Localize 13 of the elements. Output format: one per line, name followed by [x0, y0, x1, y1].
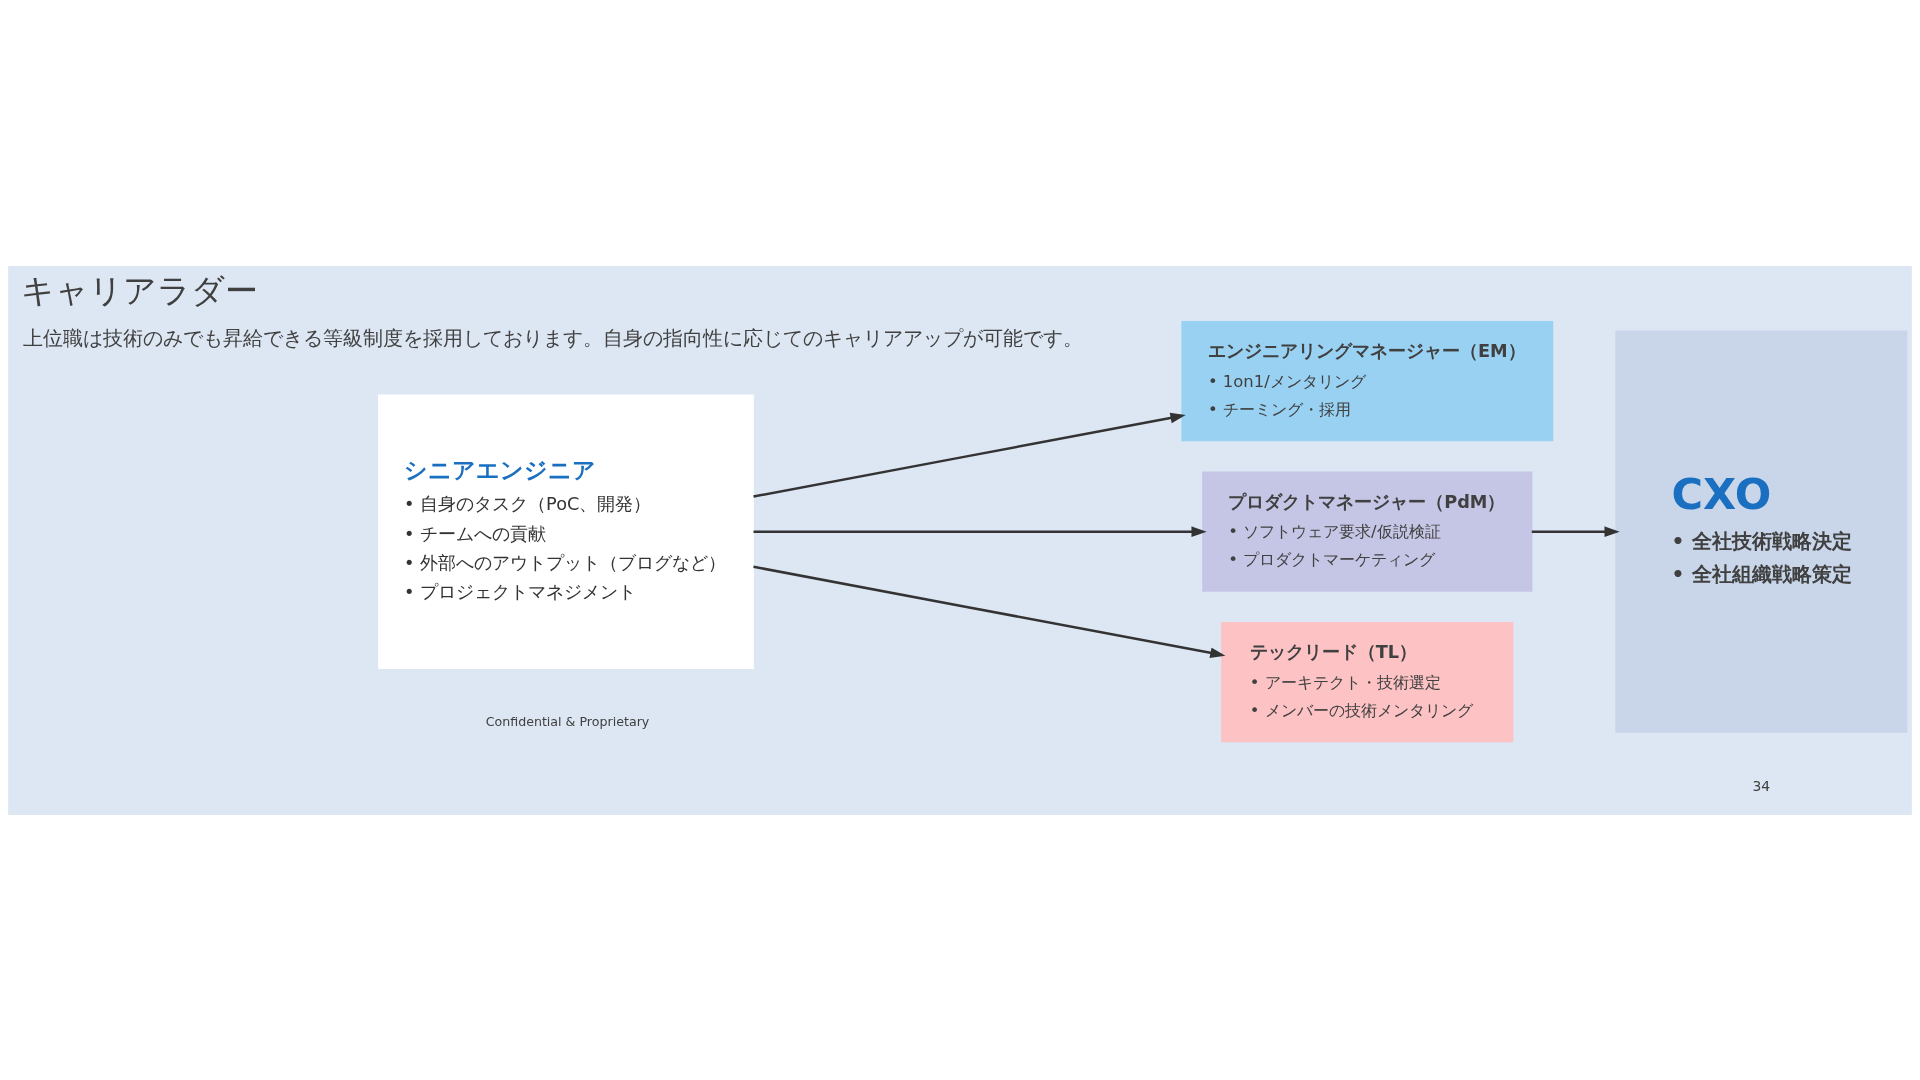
label: 34 [1752, 777, 1771, 794]
node-box: プロダクトマネージャー（PdM） • ソフトウェア要求/仮説検証 • プロダクトマーケティング [1202, 471, 1533, 592]
node-box: エンジニアリングマネージャー（EM） • 1on1/メンタリング • チーミング・採用 [1181, 320, 1554, 441]
label: 上位職は技術のみでも昇給できる等級制度を採用しております。自身の指向性に応じてのキャリアアップが可能です。 [23, 325, 1084, 350]
label: Confidential & Proprietary [485, 713, 650, 729]
arrow [753, 525, 1207, 537]
arrow [753, 565, 1226, 658]
diagram-title: キャリアラダー [21, 270, 259, 310]
node-box: CXO • 全社技術戦略決定 • 全社組織戦略策定 [1615, 330, 1908, 733]
node-box: シニアエンジニア • 自身のタスク（PoC、開発） • チームへの貢献 • 外部へのアウトプット（ブログなど） • プロジェクトマネジメント [378, 393, 754, 669]
node-box: テックリード（TL） • アーキテクト・技術選定 • メンバーの技術メンタリング [1221, 621, 1514, 742]
arrow [753, 412, 1186, 498]
arrow [1531, 525, 1620, 537]
